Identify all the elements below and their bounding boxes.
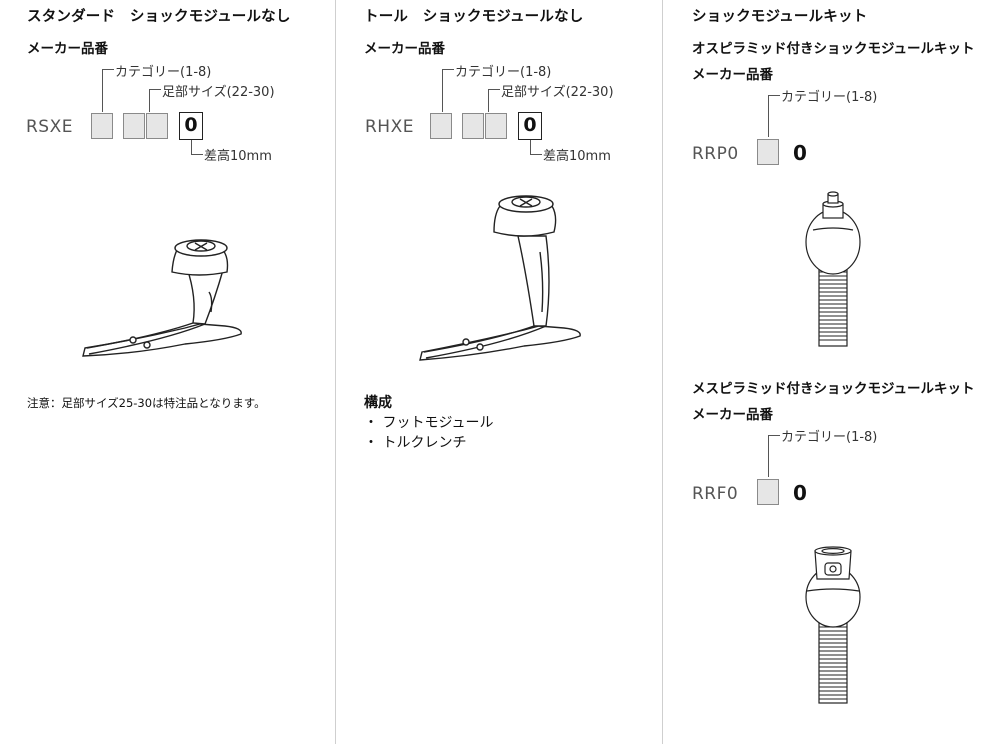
kit-title-male-pyramid: オスピラミッド付きショックモジュールキット — [692, 41, 975, 57]
foot-module-illustration — [82, 239, 242, 357]
composition-item: ・ フットモジュール — [364, 415, 494, 431]
part-number-prefix: RRF0 — [692, 484, 739, 504]
callout-line-category-h — [768, 95, 780, 96]
category-digit-box — [757, 479, 779, 505]
callout-height: 差高10mm — [543, 149, 611, 164]
callout-category: カテゴリー(1-8) — [455, 65, 552, 80]
composition-title: 構成 — [364, 395, 392, 411]
composition-item: ・ トルクレンチ — [364, 435, 467, 451]
callout-line-category — [768, 95, 769, 137]
category-digit-box — [91, 113, 113, 139]
part-number-prefix: RRP0 — [692, 144, 739, 164]
callout-line-category — [442, 69, 443, 112]
callout-line-category — [102, 69, 103, 112]
callout-line-category-h — [442, 69, 454, 70]
column-tall: トール ショックモジュールなし メーカー品番 カテゴリー(1-8) 足部サイズ(… — [335, 0, 662, 744]
size-digit-box-2 — [485, 113, 507, 139]
tall-foot-module-illustration — [419, 195, 581, 361]
part-number-prefix: RSXE — [26, 117, 73, 137]
callout-size: 足部サイズ(22-30) — [162, 85, 275, 100]
fixed-digit: 0 — [179, 112, 203, 140]
fixed-digit: 0 — [518, 112, 542, 140]
callout-line-height — [530, 140, 531, 154]
kit-title-female-pyramid: メスピラミッド付きショックモジュールキット — [692, 381, 975, 397]
part-number-label: メーカー品番 — [692, 407, 773, 423]
column-shock-module-kit: ショックモジュールキット オスピラミッド付きショックモジュールキット メーカー品… — [662, 0, 1000, 744]
male-pyramid-shock-module-illustration — [805, 191, 861, 347]
size-digit-box-1 — [462, 113, 484, 139]
callout-line-category — [768, 435, 769, 477]
fixed-digit: 0 — [793, 481, 807, 505]
size-digit-box-2 — [146, 113, 168, 139]
part-number-label: メーカー品番 — [27, 41, 108, 57]
callout-line-height — [191, 140, 192, 154]
part-number-prefix: RHXE — [365, 117, 414, 137]
size-digit-box-1 — [123, 113, 145, 139]
callout-line-category-h — [102, 69, 114, 70]
callout-size: 足部サイズ(22-30) — [501, 85, 614, 100]
callout-line-height-h — [530, 154, 542, 155]
callout-line-size-h — [149, 89, 161, 90]
callout-line-height-h — [191, 154, 203, 155]
fixed-digit: 0 — [793, 141, 807, 165]
callout-height: 差高10mm — [204, 149, 272, 164]
callout-line-size — [488, 89, 489, 112]
section-heading: ショックモジュールキット — [692, 9, 868, 25]
part-number-label: メーカー品番 — [364, 41, 445, 57]
note-text: 注意：足部サイズ25-30は特注品となります。 — [27, 396, 266, 410]
female-pyramid-shock-module-illustration — [805, 546, 861, 704]
section-heading: トール ショックモジュールなし — [364, 9, 584, 25]
part-number-label: メーカー品番 — [692, 67, 773, 83]
callout-line-size — [149, 89, 150, 112]
category-digit-box — [757, 139, 779, 165]
callout-line-category-h — [768, 435, 780, 436]
column-standard: スタンダード ショックモジュールなし メーカー品番 カテゴリー(1-8) 足部サ… — [0, 0, 334, 744]
callout-category: カテゴリー(1-8) — [781, 90, 878, 105]
callout-category: カテゴリー(1-8) — [781, 430, 878, 445]
category-digit-box — [430, 113, 452, 139]
callout-category: カテゴリー(1-8) — [115, 65, 212, 80]
section-heading: スタンダード ショックモジュールなし — [27, 9, 291, 25]
callout-line-size-h — [488, 89, 500, 90]
